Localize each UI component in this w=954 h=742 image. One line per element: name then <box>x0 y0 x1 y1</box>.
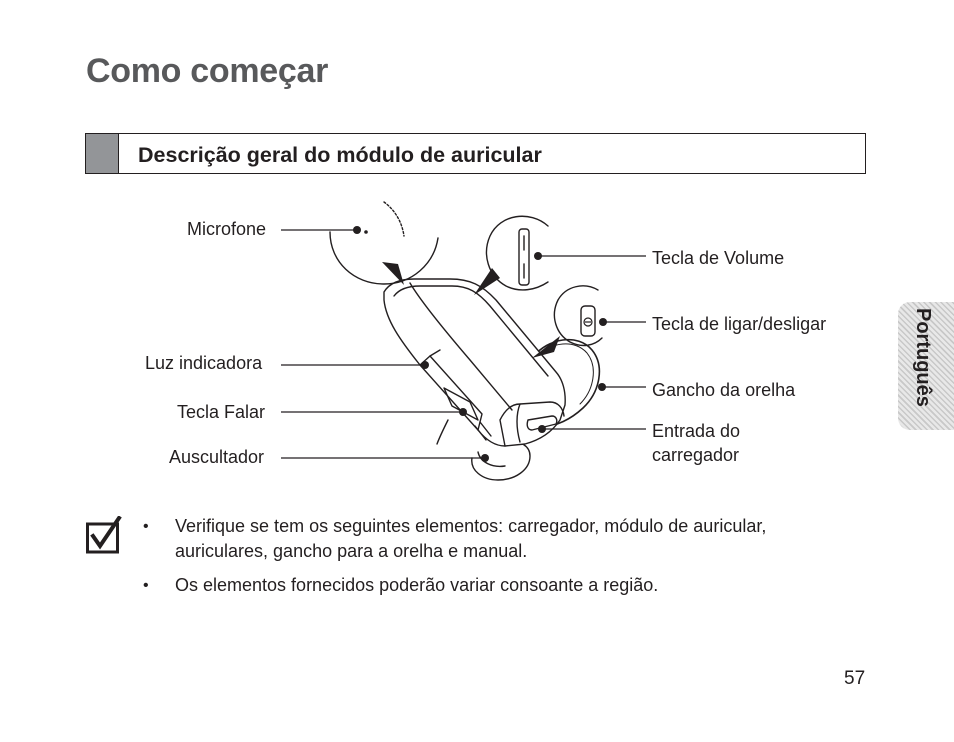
section-marker <box>86 134 119 173</box>
callout-gancho: Gancho da orelha <box>652 380 796 400</box>
microphone-pointer <box>382 262 404 285</box>
microphone-callout-circle <box>329 231 439 285</box>
callout-tecla-ligar: Tecla de ligar/desligar <box>652 314 827 334</box>
note-list: Verifique se tem os seguintes elementos:… <box>140 514 780 607</box>
callout-auscultador: Auscultador <box>169 447 265 467</box>
callout-tecla-volume: Tecla de Volume <box>652 248 785 268</box>
volume-callout-circle <box>485 215 549 291</box>
callout-tecla-falar: Tecla Falar <box>177 402 266 422</box>
ear-hook <box>532 338 601 427</box>
power-pointer <box>532 336 560 358</box>
callout-microfone: Microfone <box>187 219 267 239</box>
checkbox-check-icon <box>86 516 122 554</box>
callout-entrada-line2: carregador <box>652 445 740 465</box>
note-item: Verifique se tem os seguintes elementos:… <box>140 514 780 564</box>
headset-body <box>383 278 566 447</box>
section-title: Descrição geral do módulo de auricular <box>138 143 542 167</box>
callout-entrada-line1: Entrada do <box>652 421 741 441</box>
language-tab[interactable]: Português <box>898 302 954 430</box>
language-tab-label: Português <box>912 308 934 407</box>
note-item: Os elementos fornecidos poderão variar c… <box>140 573 780 598</box>
page-title: Como começar <box>86 52 329 90</box>
section-header: Descrição geral do módulo de auricular <box>85 133 866 174</box>
page-number: 57 <box>844 668 866 689</box>
ear-bud <box>471 440 531 481</box>
power-callout-circle <box>553 285 603 347</box>
volume-pointer <box>474 268 500 295</box>
callout-luz-indicadora: Luz indicadora <box>145 353 263 373</box>
